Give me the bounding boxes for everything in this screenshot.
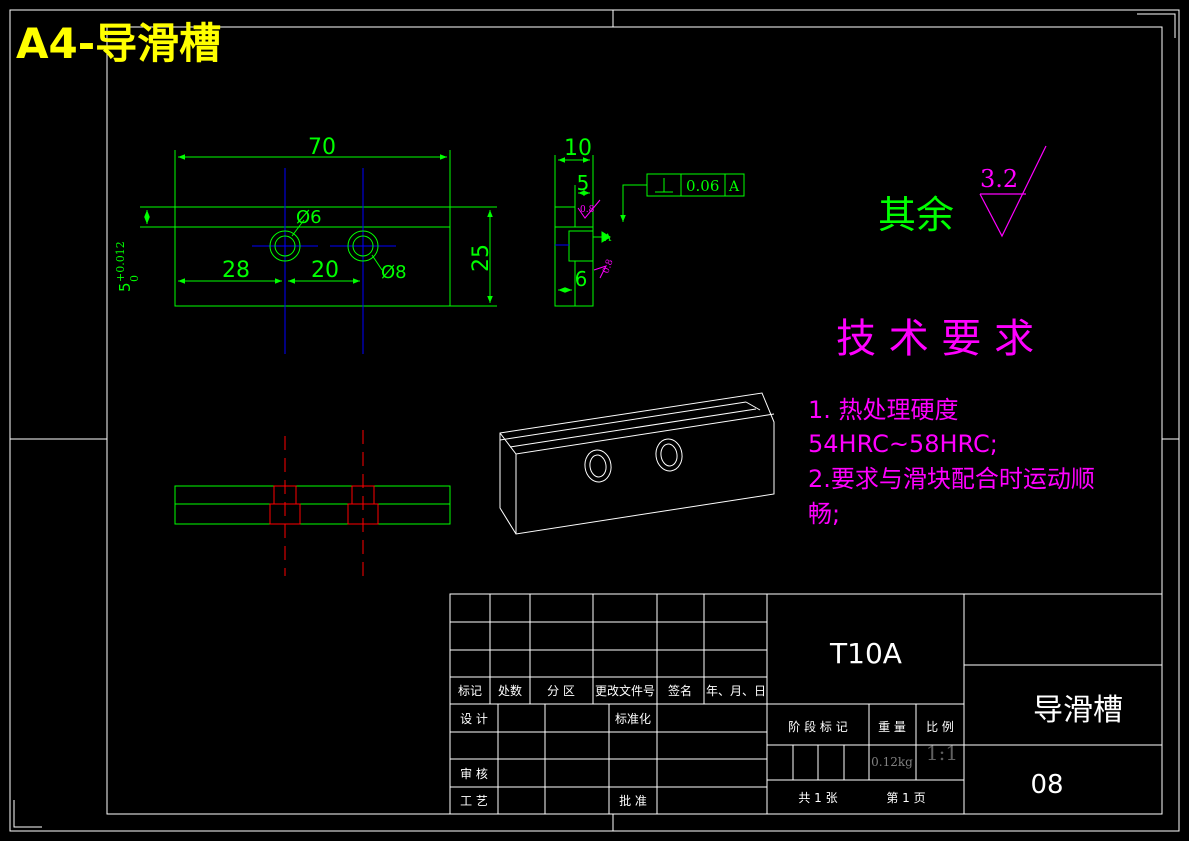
tolerance-5: 5 +0.012 0 bbox=[114, 241, 141, 292]
sheet-number: 第 1 页 bbox=[886, 791, 925, 805]
material-value: T10A bbox=[829, 637, 902, 670]
requirement-line: 54HRC~58HRC; bbox=[808, 430, 998, 458]
dim-offset-28: 28 bbox=[222, 258, 250, 283]
dim-height-25: 25 bbox=[469, 244, 494, 272]
row-design: 设 计 bbox=[460, 712, 488, 726]
roughness-bottom: 0.8 bbox=[593, 258, 616, 279]
row-approve: 批 准 bbox=[619, 793, 647, 808]
roughness-bottom-value: 0.8 bbox=[601, 258, 615, 275]
side-view-dimensions bbox=[554, 155, 647, 306]
weight-value: 0.12kg bbox=[871, 755, 913, 769]
row-review: 审 核 bbox=[460, 766, 488, 781]
drawing-title: A4-导滑槽 bbox=[16, 19, 221, 68]
row-process: 工 艺 bbox=[460, 794, 488, 808]
top-view-outline bbox=[174, 485, 451, 525]
roughness-top-value: 0.8 bbox=[580, 205, 595, 215]
tolerance-lower: 0 bbox=[128, 275, 141, 282]
datum-label: A bbox=[603, 233, 612, 244]
technical-requirements: 技 术 要 求 1. 热处理硬度 54HRC~58HRC; 2.要求与滑块配合时… bbox=[808, 316, 1095, 528]
dim-bottom-6: 6 bbox=[575, 267, 588, 291]
roughness-top: 0.8 bbox=[577, 199, 601, 219]
front-view-outline bbox=[174, 206, 451, 307]
requirement-line: 1. 热处理硬度 bbox=[808, 396, 959, 424]
header-count: 处数 bbox=[498, 683, 522, 698]
side-view: 0.06 A A 10 5 6 0.8 0.8 bbox=[554, 136, 745, 307]
dim-width-10: 10 bbox=[564, 136, 592, 161]
roughness-symbol bbox=[979, 145, 1047, 238]
header-doc-no: 更改文件号 bbox=[595, 683, 655, 698]
tolerance-base: 5 bbox=[116, 282, 134, 292]
surface-finish-value: 3.2 bbox=[980, 165, 1018, 193]
requirement-line: 2.要求与滑块配合时运动顺 bbox=[808, 465, 1095, 493]
front-view-holes bbox=[269, 230, 379, 262]
tolerance-upper: +0.012 bbox=[114, 241, 127, 282]
side-view-outline bbox=[554, 206, 594, 307]
isometric-view bbox=[499, 392, 775, 535]
header-mark: 标记 bbox=[458, 684, 482, 698]
title-block bbox=[449, 593, 1163, 815]
part-name: 导滑槽 bbox=[1033, 693, 1123, 728]
header-signature: 签名 bbox=[668, 683, 692, 698]
requirement-line: 畅; bbox=[808, 500, 840, 528]
header-date: 年、月、日 bbox=[706, 684, 766, 698]
surface-finish-label: 其余 bbox=[878, 193, 954, 237]
surface-finish-note: 其余 3.2 bbox=[878, 145, 1047, 238]
dim-step-5: 5 bbox=[577, 171, 590, 195]
requirements-title: 技 术 要 求 bbox=[836, 316, 1034, 362]
title-block-text: T10A 导滑槽 08 标记 处数 分 区 更改文件号 签名 年、月、日 设 计… bbox=[458, 637, 1123, 808]
total-sheets: 共 1 张 bbox=[798, 791, 837, 805]
perp-datum: A bbox=[728, 179, 740, 195]
scale-value: 1:1 bbox=[926, 741, 958, 765]
dim-length-70: 70 bbox=[308, 135, 336, 160]
perpendicularity-frame bbox=[646, 173, 745, 197]
top-view bbox=[174, 430, 451, 576]
hole-outer-diameter: Ø8 bbox=[381, 262, 407, 283]
drawing-number: 08 bbox=[1030, 770, 1063, 800]
dim-spacing-20: 20 bbox=[311, 258, 339, 283]
scale-label: 比 例 bbox=[926, 720, 954, 734]
drawing-frame bbox=[9, 9, 1180, 832]
top-view-hidden-lines bbox=[269, 430, 379, 576]
stage-mark-label: 阶 段 标 记 bbox=[788, 719, 847, 734]
weight-label: 重 量 bbox=[878, 720, 906, 734]
perp-tolerance-value: 0.06 bbox=[686, 177, 719, 195]
row-standardize: 标准化 bbox=[615, 712, 651, 726]
front-view-dimensions bbox=[140, 150, 497, 307]
front-view: 70 25 28 20 Ø6 Ø8 5 +0.012 0 bbox=[114, 135, 497, 354]
header-zone: 分 区 bbox=[547, 684, 575, 698]
hole-inner-diameter: Ø6 bbox=[296, 207, 322, 228]
